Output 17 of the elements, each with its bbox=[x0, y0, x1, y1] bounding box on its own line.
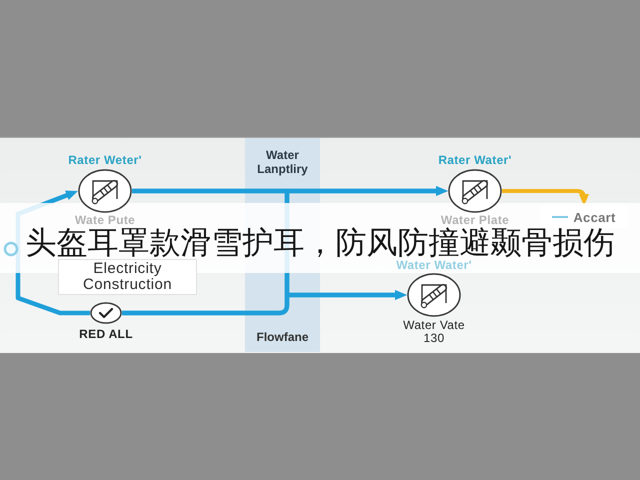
arrow bbox=[122, 290, 407, 316]
node-caption: Rater Water' bbox=[438, 154, 512, 167]
node-caption: RED ALL bbox=[79, 328, 133, 341]
text-box: Electricity Construction bbox=[58, 259, 197, 295]
check-icon bbox=[90, 302, 122, 324]
column-label: Flowfane bbox=[256, 330, 308, 344]
node-caption: Water Vate 130 bbox=[402, 319, 466, 345]
title: 头盔耳罩款滑雪护耳，防风防撞避颞骨损伤 bbox=[26, 228, 614, 258]
node-label: Accart bbox=[573, 210, 616, 224]
node-caption: Rater Weter' bbox=[68, 154, 142, 167]
arrow bbox=[502, 189, 589, 206]
node-caption: Wate Pute bbox=[74, 214, 136, 227]
node-caption: Water Water' bbox=[396, 259, 472, 272]
arrow bbox=[16, 188, 90, 316]
pipe-icon bbox=[407, 273, 461, 317]
column-heading: Water Lanptliry bbox=[256, 148, 309, 176]
node-caption: Water Plate bbox=[440, 214, 510, 227]
